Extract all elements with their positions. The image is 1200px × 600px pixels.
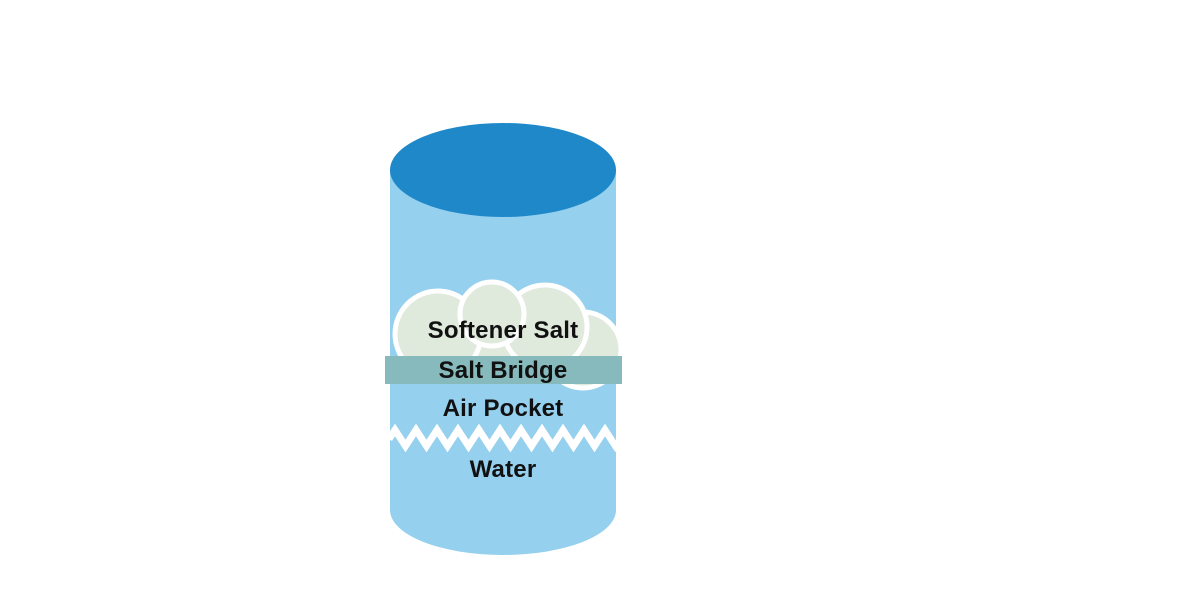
tank-top-opening: [390, 123, 616, 217]
label-salt-bridge: Salt Bridge: [438, 357, 568, 384]
salt-bridge-band: [385, 356, 622, 384]
label-softener-salt: Softener Salt: [427, 317, 579, 344]
label-air-pocket: Air Pocket: [442, 395, 564, 422]
cloud-lobe: [457, 279, 527, 349]
water-line-zigzag: [386, 423, 620, 453]
label-water: Water: [469, 456, 537, 483]
